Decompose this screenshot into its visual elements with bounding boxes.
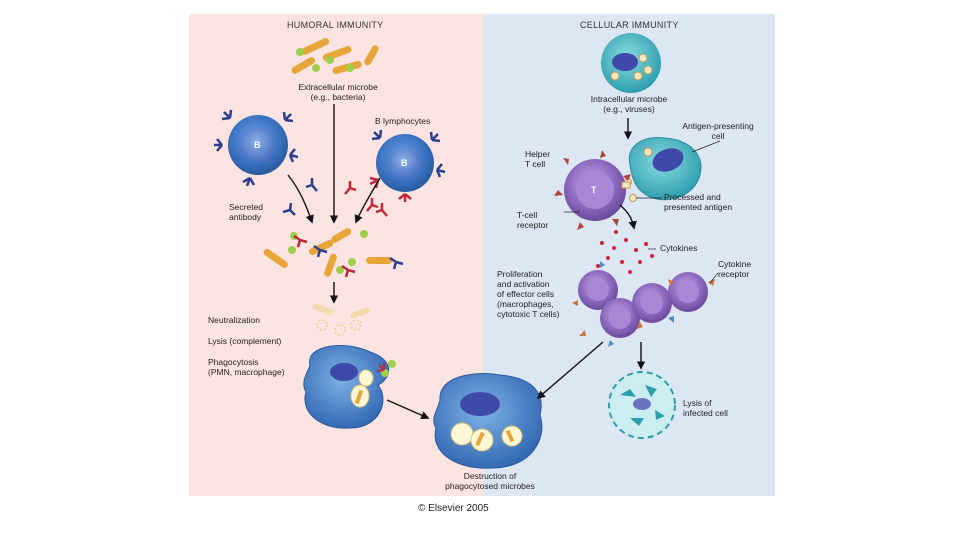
helper-t-cell (554, 150, 631, 230)
label-phagocytosis: Phagocytosis (PMN, macrophage) (208, 357, 285, 377)
label-lysis-infected-cell: Lysis of infected cell (683, 398, 728, 418)
t-cell-letter: T (591, 185, 597, 195)
copyright-notice: © Elsevier 2005 (418, 503, 489, 514)
label-helper-t-cell: Helper T cell (525, 149, 551, 169)
b-cell-right (369, 129, 446, 202)
label-neutralization: Neutralization (208, 315, 260, 325)
label-processed-antigen: Processed and presented antigen (664, 192, 733, 212)
b-cell-right-letter: B (401, 158, 408, 168)
antigen-presenting-cell (624, 136, 702, 202)
cytokine-dots (596, 230, 654, 274)
b-cell-left (214, 109, 299, 187)
phagocyte-humoral (303, 345, 396, 429)
lysed-infected-cell (608, 371, 676, 439)
label-secreted-antibody: Secreted antibody (229, 202, 264, 222)
label-leader-lines (564, 140, 721, 284)
label-t-cell-receptor: T-cell receptor (517, 210, 549, 230)
label-lysis-complement: Lysis (complement) (208, 336, 282, 346)
effector-cells (572, 261, 715, 347)
label-cytokines: Cytokines (660, 243, 698, 253)
label-intracellular-microbe: Intracellular microbe (e.g., viruses) (590, 94, 668, 114)
antibody-coated-bacteria (263, 228, 404, 278)
label-cytokine-receptor: Cytokine receptor (718, 259, 752, 279)
neutralized-bacteria (312, 303, 370, 336)
header-cellular: CELLULAR IMMUNITY (580, 20, 679, 30)
flow-arrows (287, 104, 646, 420)
virus-infected-cell (601, 33, 661, 93)
macrophage-destruction (433, 373, 543, 469)
header-humoral: HUMORAL IMMUNITY (287, 20, 384, 30)
b-cell-left-letter: B (254, 140, 261, 150)
label-destruction: Destruction of phagocytosed microbes (445, 471, 535, 491)
label-apc: Antigen-presenting cell (682, 121, 754, 141)
secreted-antibodies (282, 178, 388, 217)
label-b-lymphocytes: B lymphocytes (375, 116, 431, 126)
label-proliferation: Proliferation and activation of effector… (497, 269, 560, 319)
label-extracellular-microbe: Extracellular microbe (e.g., bacteria) (298, 82, 378, 102)
extracellular-bacteria (291, 38, 379, 74)
